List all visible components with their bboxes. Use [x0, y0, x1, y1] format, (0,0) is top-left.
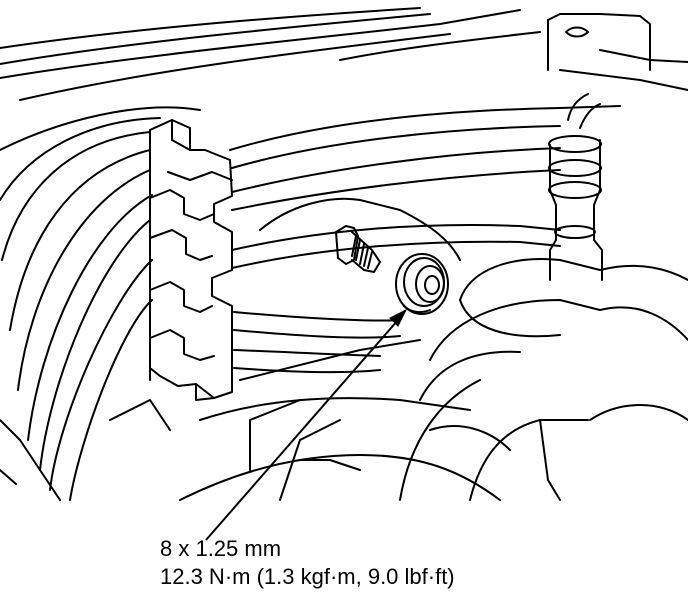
central-body-surface [180, 199, 500, 500]
upper-right-housing [548, 14, 688, 90]
line-clip-bracket [150, 120, 232, 400]
brake-line-run [230, 106, 620, 372]
torque-spec-label: 12.3 N·m (1.3 kgf·m, 9.0 lbf·ft) [160, 564, 455, 589]
bolt-size-label: 8 x 1.25 mm [160, 536, 282, 561]
hose-fitting [549, 94, 602, 280]
brake-line-bundle [0, 107, 200, 500]
upper-body-panel-lines [0, 8, 540, 100]
flange-nut [396, 254, 448, 314]
leader-arrow [206, 310, 406, 540]
brake-component-body [400, 259, 688, 500]
flange-bolt [336, 226, 380, 272]
lower-left-panel [0, 400, 170, 500]
